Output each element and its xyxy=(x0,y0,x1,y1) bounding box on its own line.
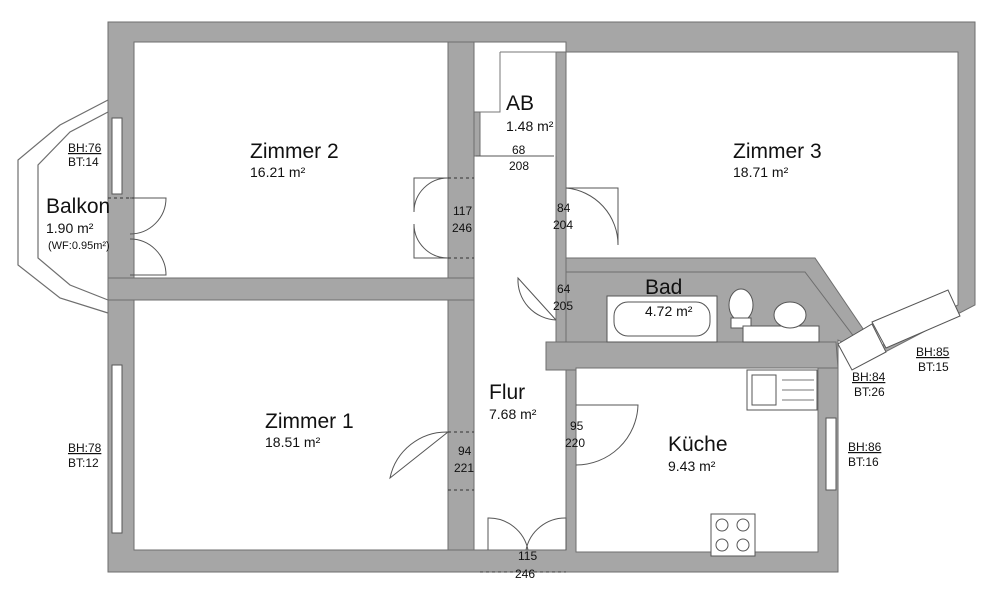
wall-zimmer2-flur xyxy=(447,41,475,279)
door-zimmer3-height: 204 xyxy=(553,218,573,232)
ab-closet-outline xyxy=(480,51,557,156)
bathtub-inner xyxy=(613,301,711,337)
door-zimmer1 xyxy=(389,431,449,480)
kueche-name: Küche xyxy=(668,433,728,456)
door-ab-width: 68 xyxy=(512,143,526,157)
door-zimmer1-height: 221 xyxy=(454,461,474,475)
door-ab-height: 208 xyxy=(509,159,529,173)
wall-horizontal-middle xyxy=(107,277,475,301)
door-entrance-height: 246 xyxy=(515,567,535,581)
zimmer3-name: Zimmer 3 xyxy=(733,140,822,163)
stove-burner-4 xyxy=(736,538,750,552)
door-zimmer1-width: 94 xyxy=(458,444,472,458)
window-zimmer1-bt: BT:12 xyxy=(68,456,99,470)
balkon-outline-inner xyxy=(37,111,109,301)
window-balkon-bt: BT:14 xyxy=(68,155,99,169)
door-zimmer2-height: 246 xyxy=(452,221,472,235)
door-kueche-height: 220 xyxy=(565,436,585,450)
stove-burner-2 xyxy=(736,518,750,532)
door-entrance xyxy=(487,517,567,551)
window-zimmer1 xyxy=(111,364,123,534)
zimmer2-name: Zimmer 2 xyxy=(250,140,339,163)
balkon-area: 1.90 m² xyxy=(46,220,94,236)
bad-area: 4.72 m² xyxy=(645,303,693,319)
kitchen-sink-basin xyxy=(751,374,777,406)
door-kueche-width: 95 xyxy=(570,419,584,433)
window-zimmer3a-bt: BT:26 xyxy=(854,385,885,399)
ab-area: 1.48 m² xyxy=(506,118,554,134)
window-balkon xyxy=(111,117,123,195)
door-kueche xyxy=(575,404,639,466)
stove-burner-3 xyxy=(715,538,729,552)
window-zimmer1-bh: BH:78 xyxy=(68,441,102,455)
balkon-wf: (WF:0.95m²) xyxy=(48,240,110,252)
window-zimmer3-b xyxy=(871,289,961,349)
balkon-outline xyxy=(17,99,109,314)
door-entrance-width: 115 xyxy=(518,549,537,563)
window-balkon-bh: BH:76 xyxy=(68,141,102,155)
sink xyxy=(773,301,807,329)
door-zimmer2 xyxy=(413,177,449,259)
window-zimmer3a-bh: BH:84 xyxy=(852,370,886,384)
window-kueche-bt: BT:16 xyxy=(848,455,879,469)
zimmer1-name: Zimmer 1 xyxy=(265,410,354,433)
kueche-area: 9.43 m² xyxy=(668,458,716,474)
sink-counter xyxy=(742,325,820,343)
wall-ab-south xyxy=(473,111,481,157)
door-balkon xyxy=(129,197,167,276)
bad-name: Bad xyxy=(645,276,682,299)
flur-name: Flur xyxy=(489,381,525,404)
window-kueche-bh: BH:86 xyxy=(848,440,882,454)
zimmer3-area: 18.71 m² xyxy=(733,164,789,180)
ab-name: AB xyxy=(506,92,534,115)
window-zimmer3-a xyxy=(837,323,887,371)
door-zimmer3 xyxy=(565,187,619,246)
door-zimmer2-width: 117 xyxy=(453,204,472,218)
stove-burner-1 xyxy=(715,518,729,532)
zimmer2-area: 16.21 m² xyxy=(250,164,306,180)
wall-zimmer1-flur xyxy=(447,277,475,551)
door-bad xyxy=(517,276,557,321)
window-zimmer3b-bh: BH:85 xyxy=(916,345,950,359)
toilet xyxy=(728,288,754,322)
window-zimmer3b-bt: BT:15 xyxy=(918,360,949,374)
wall-bad-kueche xyxy=(545,341,839,371)
toilet-tank xyxy=(730,317,752,329)
balkon-name: Balkon xyxy=(46,195,110,218)
door-bad-width: 64 xyxy=(557,282,571,296)
zimmer1-area: 18.51 m² xyxy=(265,434,321,450)
window-kueche xyxy=(825,417,837,491)
door-bad-height: 205 xyxy=(553,299,573,313)
door-zimmer3-width: 84 xyxy=(557,201,571,215)
flur-area: 7.68 m² xyxy=(489,406,537,422)
